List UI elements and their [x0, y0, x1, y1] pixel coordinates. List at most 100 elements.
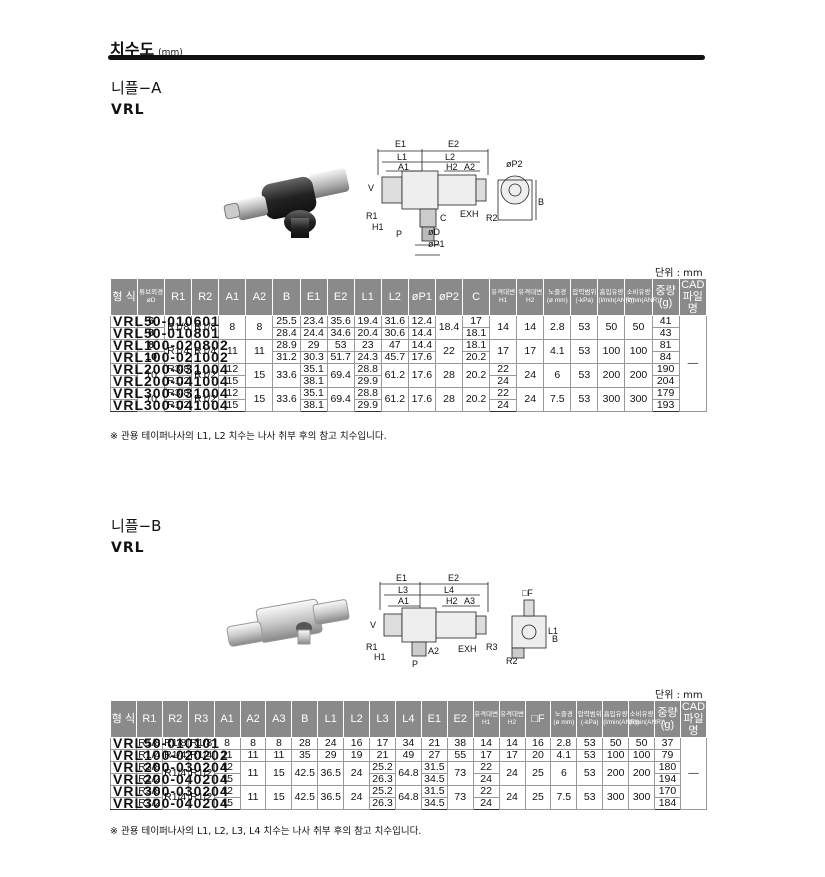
table-cell: 25.2: [369, 761, 396, 774]
header-cell: øP2: [434, 278, 464, 316]
table-cell: 51.7: [326, 351, 355, 364]
label-b-b: B: [552, 634, 558, 644]
table-cell: R1/8: [191, 315, 220, 340]
table-cell: 25.5: [272, 315, 301, 328]
table-cell: R1/4: [191, 339, 220, 364]
table-cell: 17: [472, 749, 500, 762]
table-cell: 24: [498, 785, 526, 810]
table-cell: 194: [654, 773, 681, 786]
table-cell: 300: [602, 785, 630, 810]
table-cell: 35.1: [299, 387, 328, 400]
table-cell: 190: [651, 363, 680, 376]
table-cell: 16: [343, 737, 371, 750]
page-title: 치수도(mm): [110, 36, 183, 60]
table-cell: 45.7: [380, 351, 409, 364]
table-cell: 33.6: [272, 387, 301, 412]
table-cell: 14: [472, 737, 500, 750]
label-b-h2: H2: [446, 596, 458, 606]
table-cell: 179: [651, 387, 680, 400]
header-cell: L4: [394, 700, 422, 738]
header-cell: B: [272, 278, 301, 316]
table-cell: 28: [291, 737, 319, 750]
table-cell: 204: [651, 375, 680, 388]
table-cell: R1/2: [187, 761, 215, 786]
product-photo-b: [226, 598, 350, 647]
table-cell: 100: [597, 339, 626, 364]
table-cell: 29: [317, 749, 345, 762]
table-cell: 17: [462, 315, 491, 328]
table-cell: 25: [524, 785, 552, 810]
table-cell: 43: [651, 327, 680, 340]
table-cell: 193: [651, 399, 680, 412]
label-l2: L2: [445, 152, 455, 162]
table-cell: 4.1: [543, 339, 572, 364]
title-rule: [108, 55, 705, 60]
header-cell: 소비유량(l/min(ANR)): [624, 278, 662, 316]
table-cell: 29.9: [353, 375, 382, 388]
table-cell: 4.1: [550, 749, 578, 762]
label-a1: A1: [398, 162, 409, 172]
table-cell: 24: [472, 773, 500, 786]
table-cell: 53: [576, 749, 604, 762]
header-cell: A1: [213, 700, 241, 738]
table-cell: 35: [291, 749, 319, 762]
table-cell: 34: [394, 737, 422, 750]
table-cell: 24: [317, 737, 345, 750]
table-cell: 36.5: [317, 761, 345, 786]
table-cell: 73: [446, 785, 474, 810]
header-cell: 흡입유량(l/min(ANR)): [602, 700, 639, 738]
table-cell: 19: [343, 749, 371, 762]
header-cell: R1: [164, 278, 193, 316]
label-a2: A2: [464, 162, 475, 172]
header-cell: □F: [524, 700, 552, 738]
table-cell: 61.2: [380, 363, 409, 388]
table-cell: 50: [628, 737, 656, 750]
table-cell: 61.2: [380, 387, 409, 412]
table-cell: 26.3: [369, 797, 396, 810]
section-b-model: VRL: [111, 540, 145, 556]
label-l1: L1: [397, 152, 407, 162]
table-cell: 31.2: [272, 351, 301, 364]
table-cell: 31.5: [420, 761, 448, 774]
title-unit: (mm): [158, 48, 183, 58]
table-cell: 8: [265, 737, 293, 750]
table-cell: 33.6: [272, 363, 301, 388]
table-cell: 14: [489, 315, 518, 340]
table-cell: 24: [343, 761, 371, 786]
table-cell: 22: [472, 761, 500, 774]
table-cell: 20.2: [462, 363, 491, 388]
header-cell: 형 식: [109, 278, 139, 316]
table-cell: 8: [245, 315, 274, 340]
label-od: øD: [428, 227, 440, 237]
table-cell: 12.4: [407, 315, 436, 328]
table-cell: 53: [570, 387, 599, 412]
header-cell: 압력범위(-kPa): [576, 700, 604, 738]
table-cell: 28: [434, 363, 464, 388]
table-cell: 25: [524, 761, 552, 786]
table-cell: 15: [265, 785, 293, 810]
table-cell: 24: [489, 375, 518, 388]
table-cell: 53: [576, 785, 604, 810]
table-cell: 38.1: [299, 375, 328, 388]
table-cell: 24: [516, 387, 545, 412]
table-cell: 64.8: [394, 785, 422, 810]
table-cell: 19.4: [353, 315, 382, 328]
table-cell: 28: [434, 387, 464, 412]
label-b-a2: A2: [428, 646, 439, 656]
label-c: C: [440, 213, 447, 223]
table-cell: 18.1: [462, 339, 491, 352]
table-cell: 24: [498, 761, 526, 786]
header-cell: 노즐경(ø mm): [543, 278, 572, 316]
table-cell: 38.1: [299, 399, 328, 412]
table-cell: R1/2: [164, 399, 193, 412]
table-cell: R1/4: [161, 761, 189, 786]
table-cell: 24: [489, 399, 518, 412]
header-cell: 노즐경(ø mm): [550, 700, 578, 738]
table-cell: 28.8: [353, 363, 382, 376]
